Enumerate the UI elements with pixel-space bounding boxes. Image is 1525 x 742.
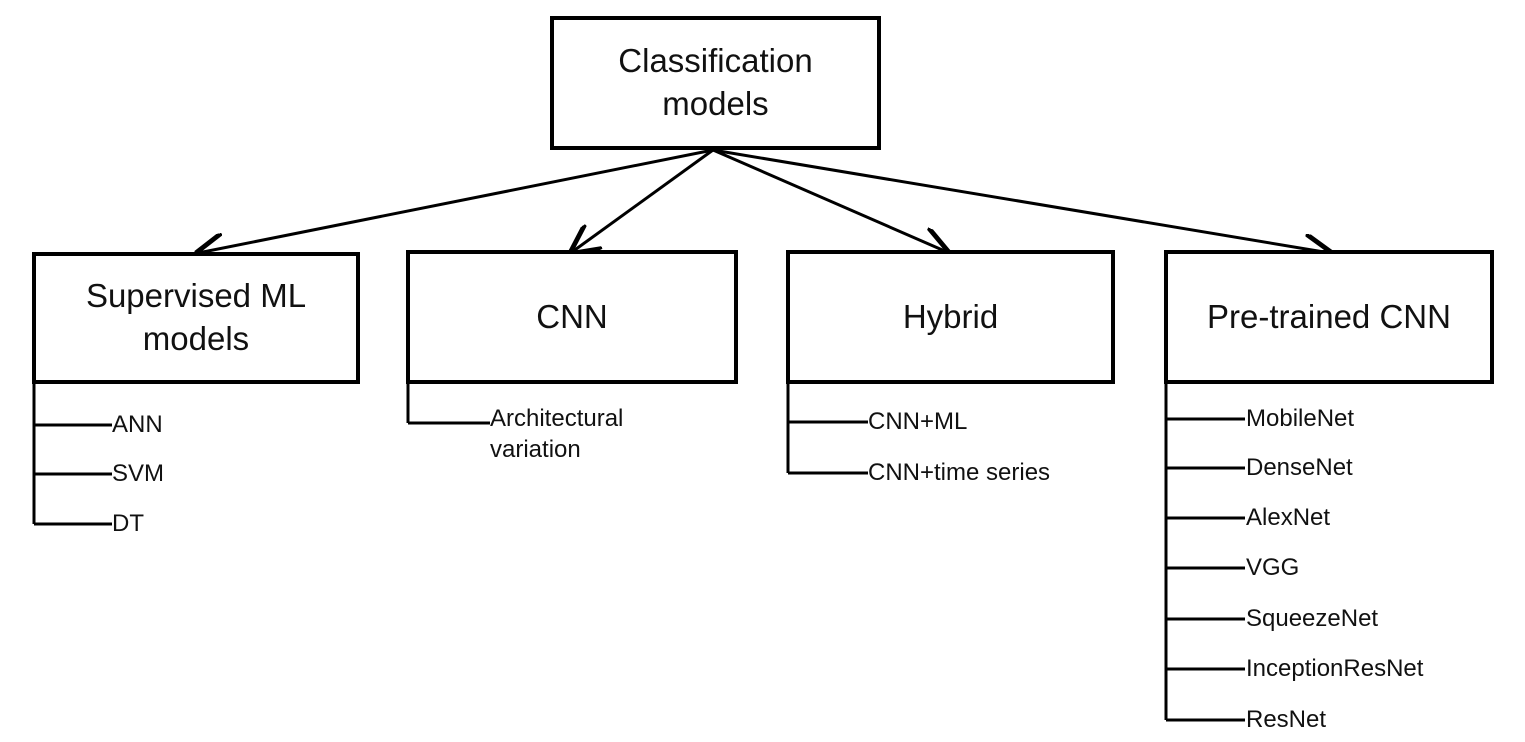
category-node-pretrained-cnn: Pre-trained CNN xyxy=(1164,250,1494,384)
supervised-ml-branches xyxy=(32,383,112,526)
category-label-line1: Hybrid xyxy=(902,297,999,335)
root-node-line1: Classification xyxy=(618,42,813,80)
leaf-inceptionresnet: InceptionResNet xyxy=(1246,655,1424,682)
leaf-alexnet: AlexNet xyxy=(1246,504,1331,531)
root-node-classification-models: Classification models xyxy=(550,16,881,150)
category-label-line1: Supervised ML xyxy=(85,277,307,315)
leaf-vgg: VGG xyxy=(1246,554,1300,581)
category-node-hybrid: Hybrid xyxy=(786,250,1115,384)
arrow-to-supervised-ml xyxy=(198,148,714,253)
arrow-to-cnn xyxy=(572,148,714,252)
category-label-line1: CNN xyxy=(536,297,608,335)
category-node-cnn: CNN xyxy=(406,250,738,384)
root-node-line2: models xyxy=(662,85,769,122)
leaf-densenet: DenseNet xyxy=(1246,454,1353,481)
pretrained-cnn-branches xyxy=(1164,383,1245,722)
hybrid-branches xyxy=(786,383,868,475)
leaf-squeezenet: SqueezeNet xyxy=(1246,605,1379,632)
leaf-architectural-variation: Architectural variation xyxy=(490,405,624,463)
category-label-line2: models xyxy=(142,320,250,357)
leaf-dt: DT xyxy=(112,510,144,537)
leaf-svm: SVM xyxy=(112,460,165,487)
leaf-cnn-ml: CNN+ML xyxy=(868,408,968,435)
leaf-ann: ANN xyxy=(112,411,163,438)
arrow-to-pretrained-cnn xyxy=(712,148,1330,253)
category-node-supervised-ml: Supervised ML models xyxy=(32,252,360,384)
leaf-cnn-time-series: CNN+time series xyxy=(868,459,1051,486)
leaf-resnet: ResNet xyxy=(1246,706,1327,733)
category-label-line1: Pre-trained CNN xyxy=(1207,297,1451,335)
leaf-mobilenet: MobileNet xyxy=(1246,405,1355,432)
arrow-to-hybrid xyxy=(712,148,947,252)
cnn-branches xyxy=(406,383,490,425)
